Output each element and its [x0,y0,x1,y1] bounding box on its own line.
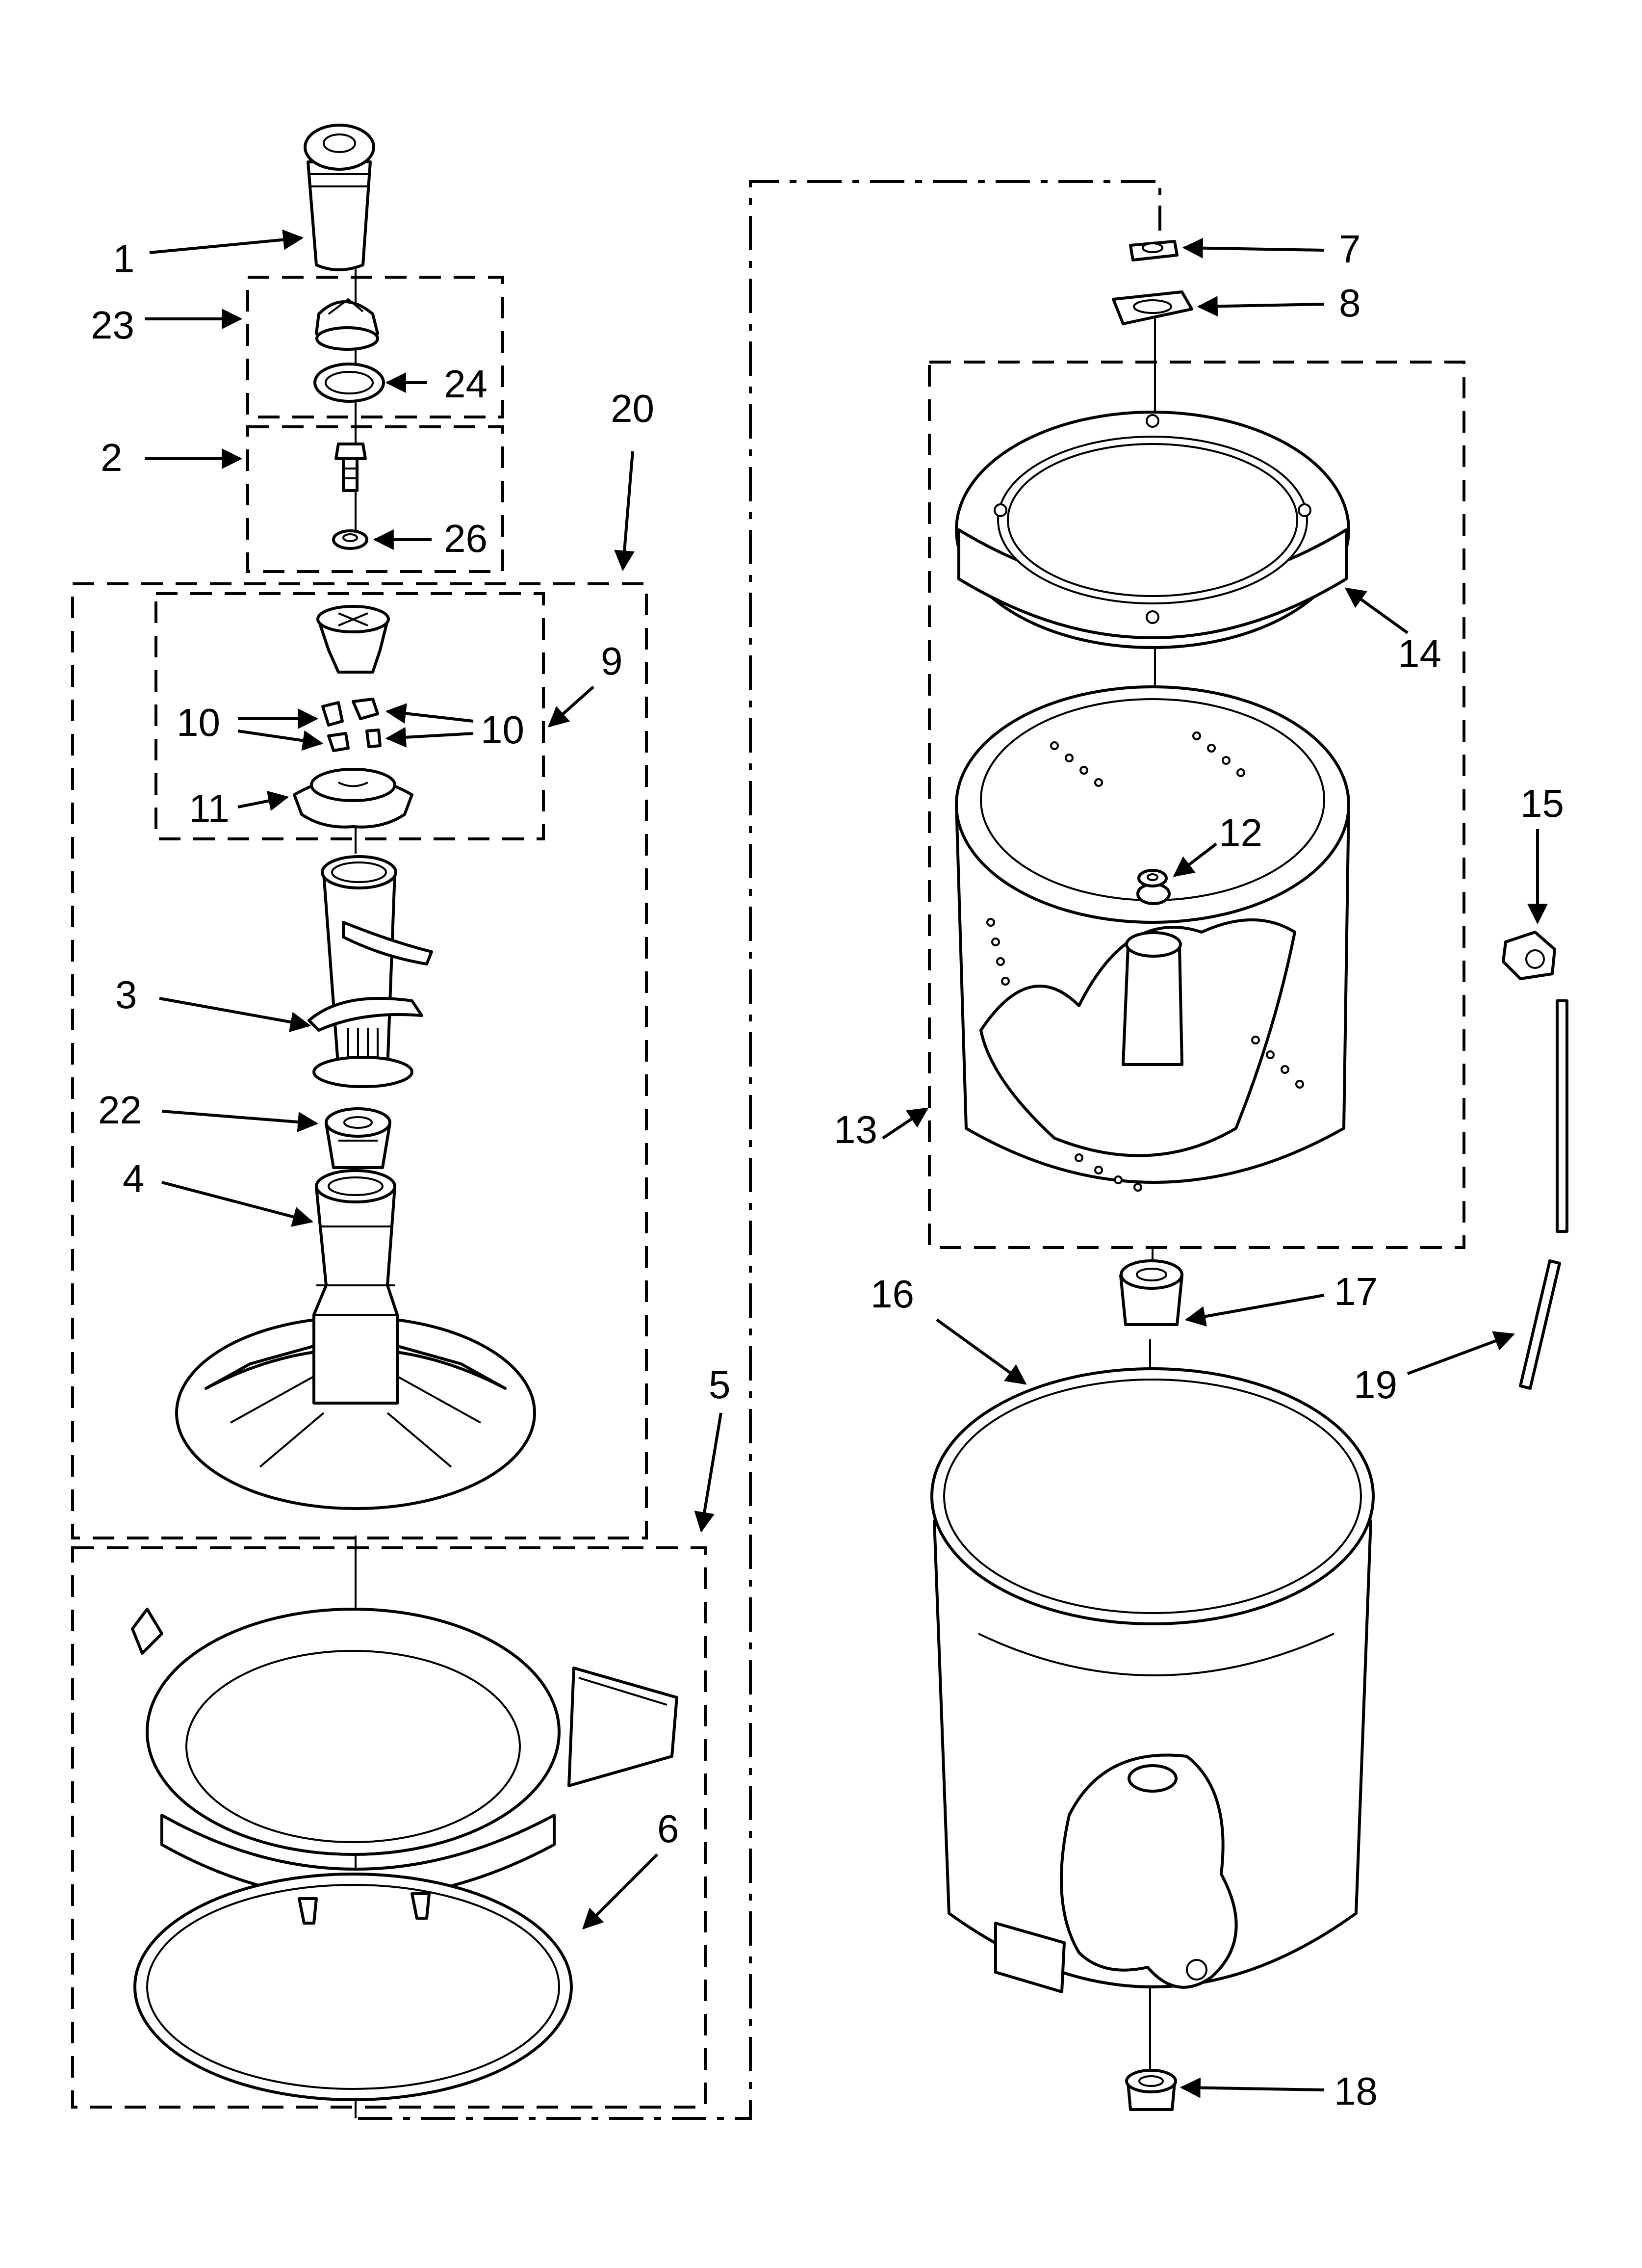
callout-26: 26 [444,517,487,560]
box-14-13 [928,361,1465,1249]
box-23 [246,276,504,418]
part-17-bushing-icon [1119,1259,1183,1326]
callout-1: 1 [113,237,135,281]
part-2-bolt-icon [334,443,367,492]
part-10-dog-icon [321,698,382,752]
part-12-nut-icon [1137,869,1168,887]
callout-24: 24 [444,362,487,406]
callout-10-right: 10 [481,708,524,752]
part-1-dispenser-icon [304,124,375,271]
part-18-seal-icon [1125,2069,1177,2111]
callout-7: 7 [1339,227,1361,271]
box-20 [71,582,648,1539]
part-8-plate-icon [1112,290,1193,325]
callout-5: 5 [709,1363,731,1407]
part-19-hose-icon [1519,999,1568,1390]
part-4-agitator-base-icon [175,1169,536,1510]
part-9-cam-icon [316,605,390,674]
callout-20: 20 [611,387,654,430]
part-11-guide-icon [293,768,413,829]
callout-22: 22 [98,1088,142,1132]
box-2 [246,425,504,573]
part-24-seal-ring-icon [313,363,385,403]
callout-10-left: 10 [177,701,220,744]
callout-12: 12 [1219,811,1262,855]
part-3-auger-icon [308,855,433,1088]
part-22-drive-bell-icon [325,1107,391,1169]
callout-19: 19 [1354,1363,1397,1407]
callout-14: 14 [1398,632,1441,676]
callout-16: 16 [871,1272,914,1316]
callout-17: 17 [1334,1270,1378,1313]
part-14-balance-ring-icon [955,411,1350,649]
group-boxes [71,180,1465,2120]
callout-9: 9 [601,639,623,683]
leader-lines [145,229,1548,2098]
callout-23: 23 [91,303,134,347]
part-6-seal-ring-icon [133,1873,573,2101]
callout-3: 3 [115,973,137,1017]
box-5 [71,1546,707,2109]
connector-line [358,180,1161,2120]
callout-18: 18 [1334,2069,1378,2113]
part-15-clamp-icon [1502,931,1556,980]
part-6-tub-ring-icon [131,1608,678,1900]
callout-6: 6 [657,1807,679,1851]
callout-13: 13 [834,1108,877,1151]
callout-4: 4 [123,1157,145,1200]
callout-11: 11 [189,786,230,830]
callout-8: 8 [1339,281,1361,325]
part-26-washer-icon [332,529,368,550]
part-16-outer-tub-icon [930,1367,1375,1993]
callout-2: 2 [101,436,123,479]
box-9 [154,592,545,840]
part-13-basket-icon [955,685,1350,1192]
part-23-cap-icon [315,298,379,351]
part-7-clip-icon [1129,240,1179,261]
callout-15: 15 [1520,782,1564,825]
callout-labels: 1 23 24 2 26 20 9 10 10 11 3 22 4 5 6 7 … [91,227,1564,2113]
